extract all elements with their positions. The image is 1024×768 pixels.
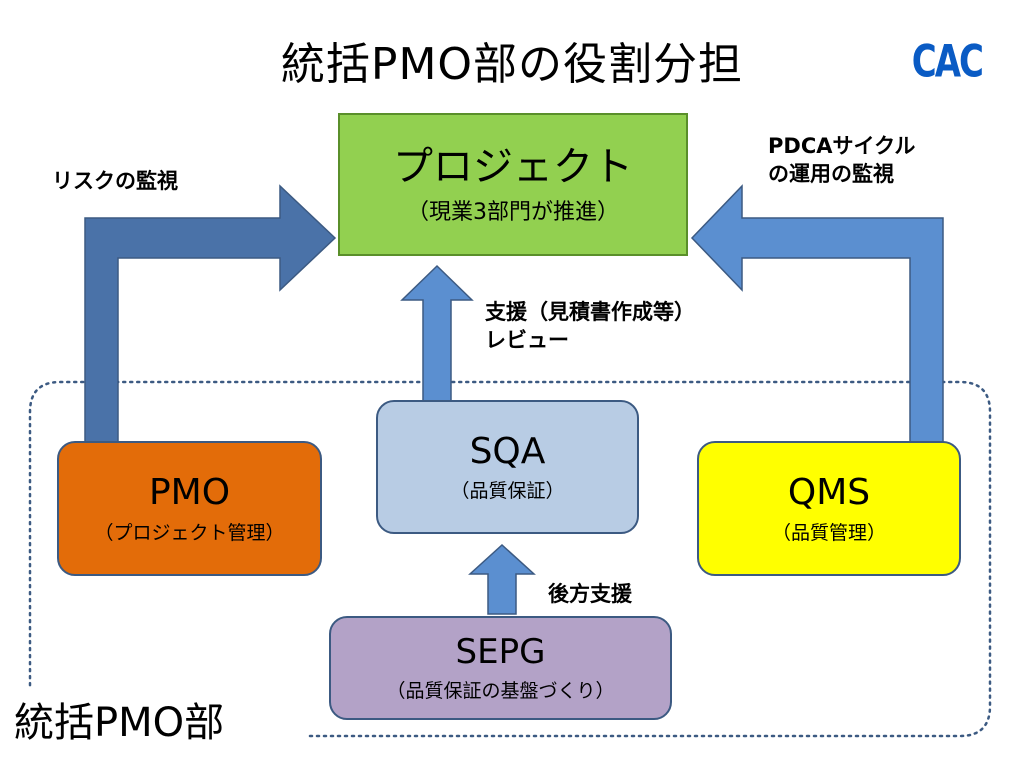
sqa-title: SQA bbox=[469, 430, 546, 472]
backup-support-label: 後方支援 bbox=[548, 582, 632, 606]
sqa-subtitle: （品質保証） bbox=[450, 480, 565, 503]
risk-monitor-arrow bbox=[84, 184, 337, 443]
support-label: 支援（見積書作成等） レビュー bbox=[485, 298, 695, 355]
pdca-monitor-arrow bbox=[690, 184, 944, 443]
backup-arrow bbox=[468, 543, 536, 615]
pdca-label-line2: の運用の監視 bbox=[768, 162, 894, 187]
sepg-title: SEPG bbox=[455, 631, 546, 672]
qms-title: QMS bbox=[787, 472, 871, 514]
project-subtitle: （現業3部門が推進） bbox=[407, 199, 619, 225]
sepg-subtitle: （品質保証の基盤づくり） bbox=[386, 680, 615, 703]
pmo-title: PMO bbox=[148, 472, 231, 514]
support-arrow bbox=[400, 264, 474, 402]
page-title: 統括PMO部の役割分担 bbox=[280, 39, 744, 90]
pdca-label: PDCAサイクル の運用の監視 bbox=[768, 132, 915, 189]
company-logo: CAC bbox=[911, 36, 984, 88]
project-title: プロジェクト bbox=[393, 143, 633, 190]
qms-subtitle: （品質管理） bbox=[771, 521, 886, 544]
pdca-label-line1: PDCAサイクル bbox=[768, 134, 916, 158]
support-label-line2: レビュー bbox=[485, 328, 569, 353]
sepg-box: SEPG （品質保証の基盤づくり） bbox=[329, 616, 672, 720]
project-box: プロジェクト （現業3部門が推進） bbox=[338, 113, 688, 256]
pmo-subtitle: （プロジェクト管理） bbox=[94, 521, 285, 544]
department-label: 統括PMO部 bbox=[14, 700, 225, 746]
risk-monitor-label: リスクの監視 bbox=[52, 169, 178, 193]
support-label-line1: 支援（見積書作成等） bbox=[485, 300, 695, 324]
sqa-box: SQA （品質保証） bbox=[376, 400, 639, 534]
department-boundary bbox=[28, 380, 992, 738]
pmo-box: PMO （プロジェクト管理） bbox=[57, 441, 322, 576]
qms-box: QMS （品質管理） bbox=[697, 441, 961, 576]
